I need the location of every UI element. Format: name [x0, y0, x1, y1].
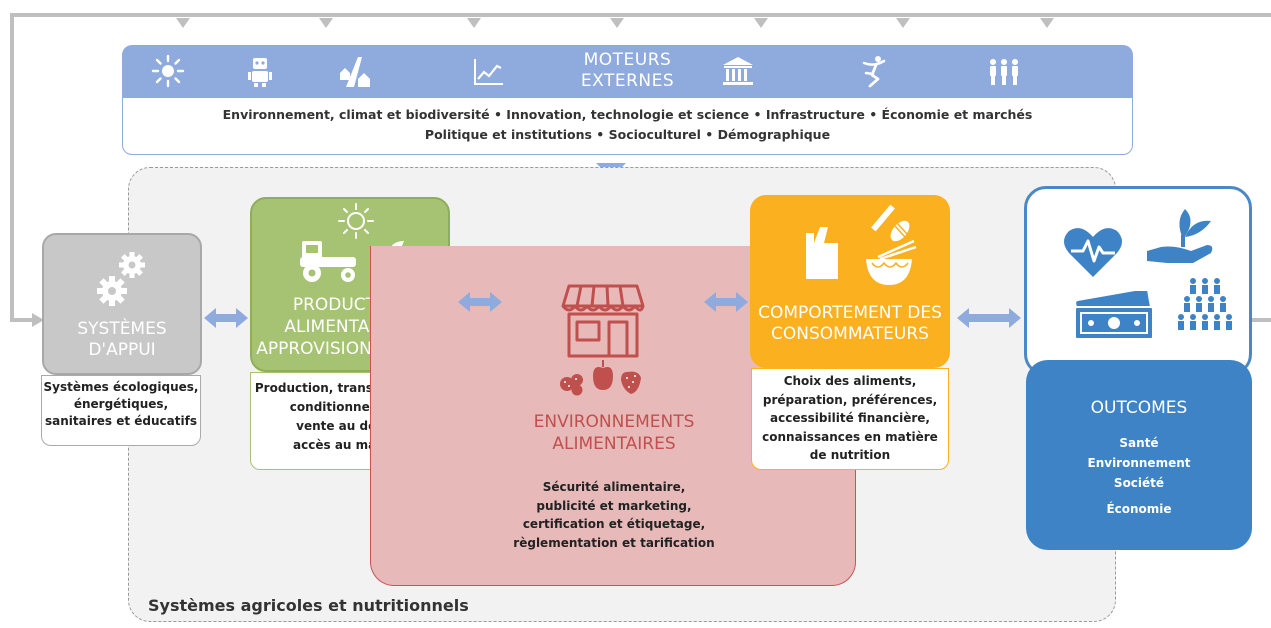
consumer-text-line5: de nutrition [809, 448, 891, 462]
outcome-item: Environnement [1087, 456, 1191, 470]
consumer-behaviour-description: Choix des aliments, préparation, préfére… [751, 368, 949, 470]
external-drivers-banner: MOTEURS EXTERNES [122, 45, 1133, 97]
food-env-title-line1: ENVIRONNEMENTS [533, 412, 695, 432]
fruits-icon [560, 360, 641, 396]
food-env-text-line4: règlementation et tarification [513, 535, 715, 550]
food-env-text-line2: publicité et marketing, [536, 498, 692, 513]
outcomes-title: OUTCOMES [1090, 398, 1188, 418]
outcomes-box: OUTCOMES Santé Environnement Société Éco… [1026, 360, 1252, 550]
dancer-icon [862, 56, 886, 88]
consumer-text-line3: accessibilité financière, [770, 411, 930, 425]
food-env-text-line1: Sécurité alimentaire, [542, 480, 686, 494]
robot-icon [248, 58, 272, 87]
support-systems-description: Systèmes écologiques, énergétiques, sani… [41, 375, 201, 446]
support-systems-box: SYSTÈMES D'APPUI [42, 233, 202, 375]
food-environments-title: ENVIRONNEMENTS ALIMENTAIRES [371, 411, 857, 455]
sun-icon [338, 203, 374, 239]
sun-icon [151, 54, 185, 88]
grocery-bag-icon [806, 227, 838, 279]
outcome-item: Société [1113, 476, 1165, 490]
food-environments-description: Sécurité alimentaire, publicité et marke… [371, 478, 857, 552]
bank-icon [723, 57, 753, 85]
consumer-text-line4: connaissances en matière [762, 429, 938, 444]
double-arrow-icon [204, 308, 248, 328]
external-drivers-title: MOTEURS EXTERNES [122, 50, 1133, 92]
external-drivers-line2: Politique et institutions • Socioculture… [424, 127, 831, 142]
consumer-text-line2: préparation, préférences, [762, 392, 938, 407]
external-title-line2: EXTERNES [580, 71, 675, 91]
support-text-line2: énergétiques, [73, 397, 169, 411]
population-icon [1178, 278, 1232, 330]
consumer-title-line2: CONSOMMATEURS [771, 324, 929, 344]
road-houses-icon [340, 57, 370, 87]
food-env-text-line3: certification et étiquetage, [522, 517, 706, 531]
external-drivers-line1: Environnement, climat et biodiversité • … [222, 107, 1033, 122]
support-text-line1: Systèmes écologiques, [43, 380, 199, 394]
money-icon [1074, 291, 1154, 340]
gears-icon [97, 252, 145, 306]
consumer-title-line1: COMPORTEMENT DES [758, 303, 942, 323]
support-title-line2: D'APPUI [88, 340, 156, 360]
outcome-item: Économie [1106, 502, 1172, 516]
cooking-icon [866, 204, 917, 285]
support-text-line3: sanitaires et éducatifs [45, 414, 197, 428]
food-env-title-line2: ALIMENTAIRES [552, 434, 676, 454]
support-title-line1: SYSTÈMES [77, 319, 167, 339]
hand-plant-icon [1147, 209, 1213, 263]
consumer-behaviour-title: COMPORTEMENT DES CONSOMMATEURS [750, 303, 950, 345]
consumer-text-line1: Choix des aliments, [783, 374, 917, 388]
consumer-behaviour-box: COMPORTEMENT DES CONSOMMATEURS [750, 195, 950, 368]
outcomes-icon-panel [1024, 186, 1252, 376]
market-stall-icon [561, 284, 645, 358]
external-drivers-list: Environnement, climat et biodiversité • … [122, 97, 1133, 155]
double-arrow-icon [458, 292, 502, 312]
double-arrow-icon [704, 292, 748, 312]
tractor-icon [300, 241, 356, 282]
heart-health-icon [1064, 228, 1122, 277]
support-systems-title: SYSTÈMES D'APPUI [44, 319, 200, 361]
region-label: Systèmes agricoles et nutritionnels [148, 596, 469, 615]
double-arrow-icon [957, 308, 1021, 328]
line-chart-icon [474, 59, 503, 85]
people-icon [990, 59, 1018, 85]
external-title-line1: MOTEURS [583, 50, 672, 70]
outcome-item: Santé [1119, 436, 1159, 450]
